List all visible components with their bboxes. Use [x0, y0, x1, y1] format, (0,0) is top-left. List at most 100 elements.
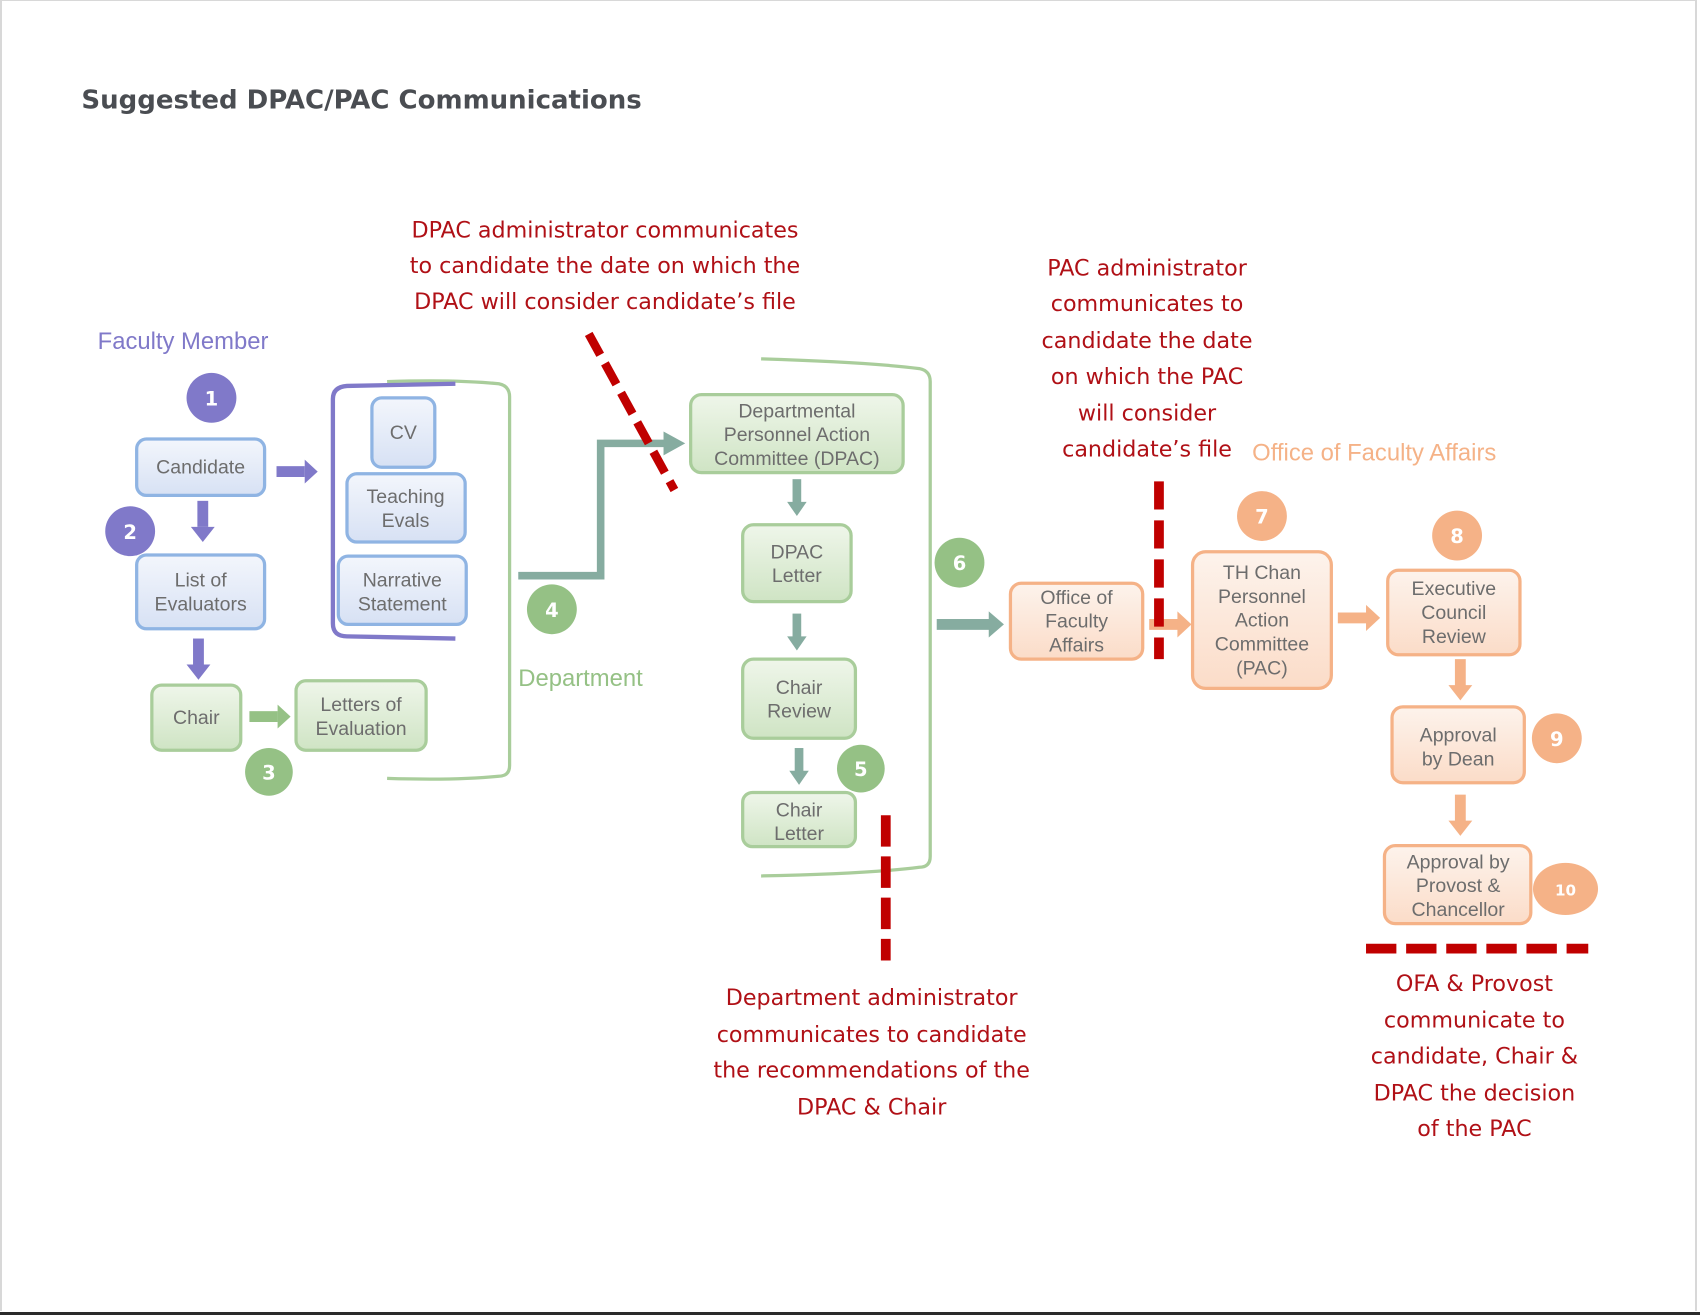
svg-text:Personnel: Personnel	[1218, 586, 1306, 608]
department-bracket	[387, 379, 512, 781]
svg-text:Approval by: Approval by	[1407, 851, 1510, 873]
step-badge-7: 7	[1237, 491, 1287, 541]
note-pac-decision: OFA & Provost communicate to candidate, …	[1371, 971, 1578, 1142]
communication-marker-dpac-date	[584, 331, 679, 493]
svg-text:List of: List of	[175, 569, 228, 591]
svg-text:communicates to candidate: communicates to candidate	[717, 1022, 1027, 1048]
box-candidate: Candidate	[135, 437, 267, 498]
svg-text:Committee: Committee	[1215, 633, 1309, 655]
svg-text:Chair: Chair	[776, 677, 823, 699]
arrow-department-to-ofa	[936, 611, 1004, 638]
step-badge-10: 10	[1532, 862, 1599, 915]
svg-text:Department administrator: Department administrator	[726, 985, 1019, 1011]
arrow-dean-to-provost	[1448, 794, 1473, 836]
box-chair-letter: Chair Letter	[741, 790, 858, 849]
step-badge-1: 1	[186, 372, 237, 423]
lane-label-faculty-member: Faculty Member	[98, 328, 269, 355]
svg-text:Council: Council	[1421, 602, 1486, 624]
svg-text:will consider: will consider	[1078, 401, 1217, 427]
svg-text:DPAC administrator communicate: DPAC administrator communicates	[411, 217, 798, 243]
svg-text:Approval: Approval	[1420, 725, 1497, 747]
dpac-bracket	[761, 357, 932, 878]
arrow-ofa-to-pac	[1149, 611, 1192, 638]
note-dpac-date: DPAC administrator communicates to candi…	[410, 217, 800, 315]
box-approval-by-dean: Approval by Dean	[1390, 705, 1526, 785]
box-chair-review: Chair Review	[741, 657, 858, 740]
svg-text:4: 4	[545, 599, 559, 622]
svg-text:communicate to: communicate to	[1384, 1008, 1565, 1034]
page-title: Suggested DPAC/PAC Communications	[81, 85, 641, 115]
svg-text:Personnel Action: Personnel Action	[724, 424, 870, 446]
lane-label-office-of-faculty-affairs: Office of Faculty Affairs	[1252, 440, 1496, 467]
svg-text:5: 5	[854, 758, 868, 781]
svg-text:Provost &: Provost &	[1416, 875, 1501, 897]
svg-text:Teaching: Teaching	[366, 486, 444, 508]
svg-text:to candidate the date on which: to candidate the date on which the	[410, 253, 800, 279]
step-badge-5: 5	[836, 744, 885, 793]
svg-text:OFA & Provost: OFA & Provost	[1396, 971, 1553, 997]
svg-text:TH Chan: TH Chan	[1223, 562, 1301, 584]
svg-text:Statement: Statement	[358, 593, 447, 615]
box-approval-by-provost-chancellor: Approval by Provost & Chancellor	[1382, 843, 1533, 926]
svg-text:Review: Review	[767, 701, 832, 723]
arrow-pac-to-executive-council	[1337, 604, 1381, 631]
svg-text:Narrative: Narrative	[363, 569, 442, 591]
svg-text:Action: Action	[1235, 610, 1289, 632]
arrow-department-to-dpac	[518, 431, 686, 580]
box-narrative-statement: Narrative Statement	[336, 554, 468, 627]
box-office-of-faculty-affairs: Office of Faculty Affairs	[1008, 581, 1145, 661]
svg-text:DPAC will consider candidate’s: DPAC will consider candidate’s file	[414, 289, 796, 315]
svg-text:Faculty: Faculty	[1045, 611, 1108, 633]
bottom-border	[0, 1312, 1700, 1315]
svg-text:1: 1	[205, 387, 219, 410]
box-cv: CV	[370, 396, 437, 469]
svg-text:Chair: Chair	[776, 799, 823, 821]
svg-text:DPAC the decision: DPAC the decision	[1374, 1080, 1576, 1106]
step-badge-3: 3	[245, 748, 293, 796]
faculty-docs-bracket	[330, 381, 456, 641]
svg-text:by Dean: by Dean	[1422, 748, 1495, 770]
arrow-chair-to-letters	[249, 704, 291, 729]
svg-text:3: 3	[262, 761, 276, 784]
svg-text:on which the PAC: on which the PAC	[1051, 364, 1243, 390]
svg-text:Letter: Letter	[774, 823, 824, 845]
step-badge-4: 4	[526, 584, 577, 635]
svg-text:(PAC): (PAC)	[1236, 657, 1288, 679]
box-letters-of-evaluation: Letters of Evaluation	[294, 679, 428, 752]
box-pac: TH Chan Personnel Action Committee (PAC)	[1190, 550, 1333, 691]
svg-text:CV: CV	[390, 422, 417, 444]
box-chair: Chair	[150, 683, 243, 752]
svg-text:Chancellor: Chancellor	[1412, 899, 1506, 921]
svg-text:candidate, Chair &: candidate, Chair &	[1371, 1043, 1578, 1069]
svg-text:Executive: Executive	[1412, 578, 1497, 600]
svg-text:Letter: Letter	[772, 565, 822, 587]
svg-text:9: 9	[1550, 728, 1564, 751]
svg-text:Evaluation: Evaluation	[316, 718, 407, 740]
arrow-candidate-to-docs	[276, 459, 318, 484]
box-list-of-evaluators: List of Evaluators	[135, 553, 267, 631]
lane-label-department: Department	[518, 665, 643, 692]
box-teaching-evals: Teaching Evals	[345, 472, 467, 544]
svg-text:candidate’s file: candidate’s file	[1062, 436, 1232, 462]
note-pac-date: PAC administrator communicates to candid…	[1042, 255, 1253, 462]
svg-text:PAC administrator: PAC administrator	[1047, 255, 1247, 281]
step-badge-9: 9	[1531, 713, 1582, 764]
box-executive-council-review: Executive Council Review	[1386, 568, 1522, 657]
svg-text:Committee (DPAC): Committee (DPAC)	[714, 448, 879, 470]
svg-text:7: 7	[1255, 506, 1269, 529]
arrow-candidate-to-evaluators	[190, 500, 215, 543]
arrow-evaluators-to-chair	[186, 638, 211, 680]
svg-text:2: 2	[123, 521, 137, 544]
svg-text:DPAC: DPAC	[771, 541, 824, 563]
arrow-dpac-to-letter	[787, 479, 807, 517]
arrow-review-to-chair-letter	[789, 748, 809, 785]
svg-text:communicates to: communicates to	[1051, 291, 1244, 317]
step-badge-8: 8	[1432, 510, 1483, 561]
svg-text:Candidate: Candidate	[156, 457, 245, 479]
box-dpac-letter: DPAC Letter	[741, 523, 853, 604]
svg-text:of the PAC: of the PAC	[1417, 1116, 1531, 1142]
svg-text:Chair: Chair	[173, 707, 220, 729]
svg-text:DPAC & Chair: DPAC & Chair	[797, 1094, 947, 1120]
